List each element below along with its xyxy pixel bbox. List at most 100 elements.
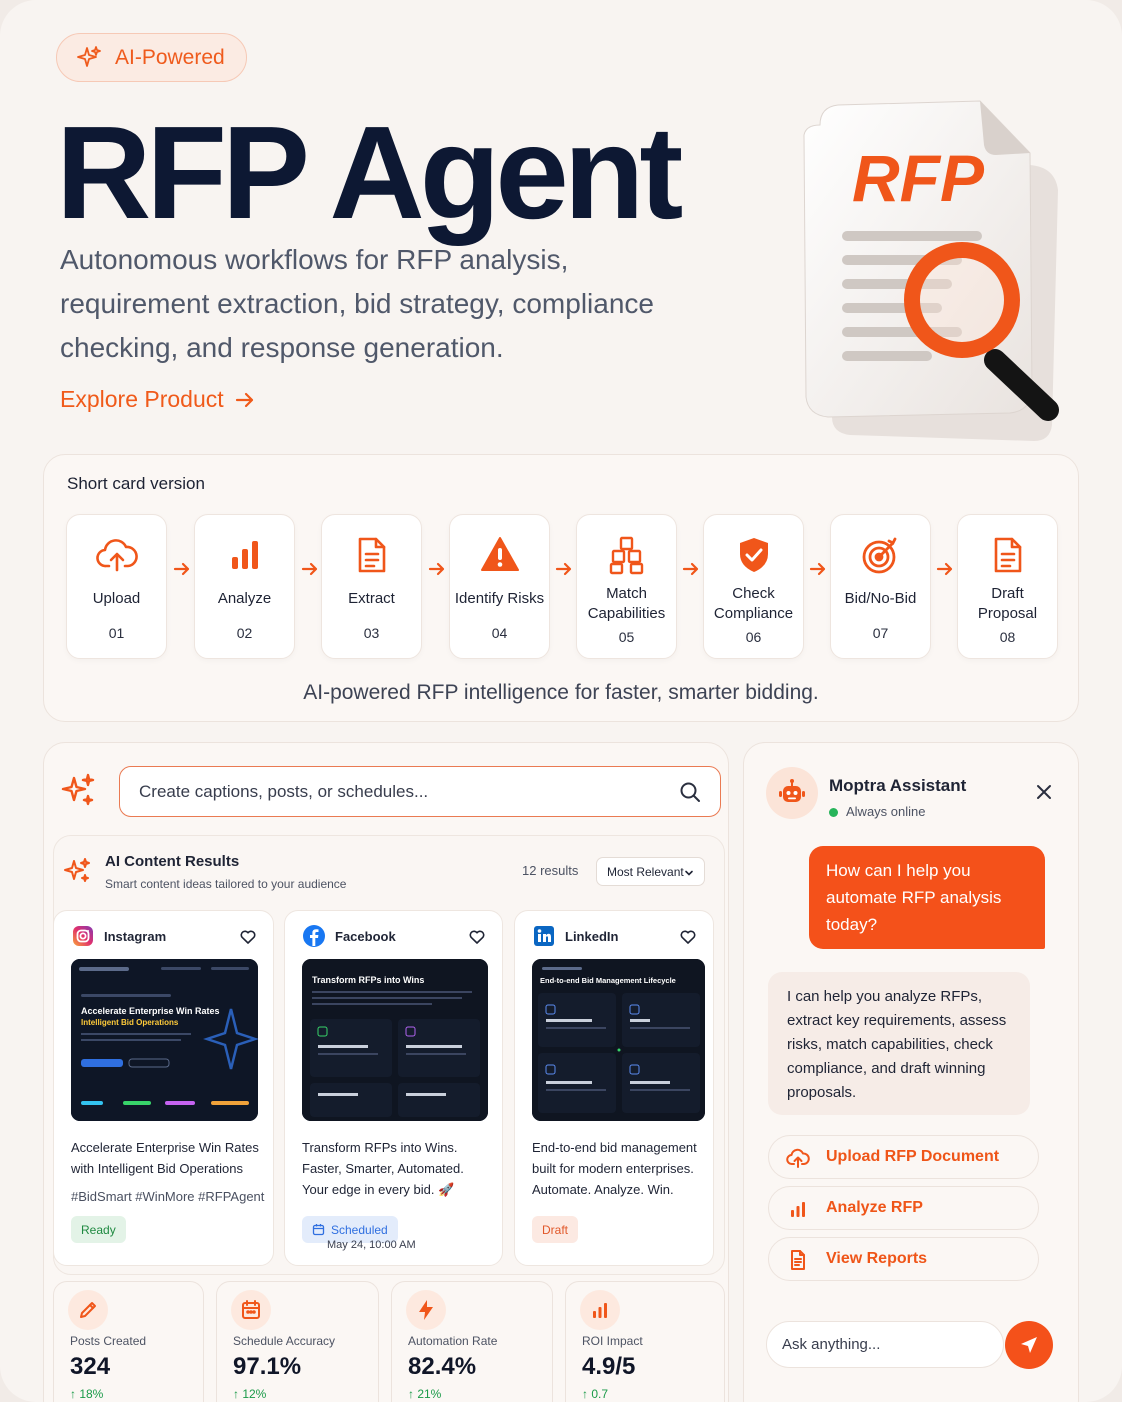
document-icon (791, 1250, 805, 1270)
post-thumbnail: Accelerate Enterprise Win Rates Intellig… (71, 959, 258, 1121)
close-icon[interactable] (1034, 782, 1054, 802)
arrow-right-icon (235, 392, 253, 407)
step-upload[interactable]: Upload 01 (66, 514, 167, 659)
search-icon[interactable] (678, 780, 702, 804)
stat-value: 97.1% (233, 1353, 302, 1380)
platform-name: Instagram (104, 929, 167, 944)
upload-rfp-button[interactable]: Upload RFP Document (768, 1135, 1039, 1179)
heart-icon[interactable] (679, 928, 697, 946)
view-reports-button[interactable]: View Reports (768, 1237, 1039, 1281)
status-badge: Scheduled (302, 1216, 398, 1243)
arrow-right-icon (936, 562, 953, 576)
scheduled-time: May 24, 10:00 AM (327, 1239, 416, 1251)
step-match-capabilities[interactable]: Match Capabilities 05 (576, 514, 677, 659)
send-icon (1021, 1337, 1037, 1353)
step-analyze[interactable]: Analyze 02 (194, 514, 295, 659)
document-icon (358, 537, 385, 573)
stat-value: 4.9/5 (582, 1353, 636, 1380)
post-caption: Accelerate Enterprise Win Rates with Int… (71, 1140, 259, 1176)
step-number: 08 (999, 629, 1016, 645)
stat-card-posts-created: Posts Created 324 ↑ 18% (53, 1281, 204, 1402)
arrow-right-icon (555, 562, 572, 576)
stat-value: 324 (70, 1353, 111, 1380)
step-number: 03 (363, 625, 380, 641)
results-count: 12 results (522, 863, 579, 878)
step-number: 05 (618, 629, 635, 645)
results-subtitle: Smart content ideas tailored to your aud… (105, 877, 347, 891)
boxes-icon (609, 536, 643, 575)
thumb-subheadline: Intelligent Bid Operations (81, 1018, 179, 1027)
thumb-headline: End-to-end Bid Management Lifecycle (540, 976, 676, 985)
stat-card-schedule-accuracy: Schedule Accuracy 97.1% ↑ 12% (216, 1281, 379, 1402)
arrow-right-icon (428, 562, 445, 576)
chat-input-placeholder: Ask anything... (782, 1336, 881, 1353)
status-badge: Ready (71, 1216, 126, 1243)
action-label: Upload RFP Document (826, 1148, 1000, 1165)
arrow-right-icon (682, 562, 699, 576)
heart-icon[interactable] (239, 928, 257, 946)
chevron-down-icon (685, 870, 693, 876)
pencil-icon (80, 1302, 96, 1318)
step-number: 06 (745, 629, 762, 645)
platform-name: LinkedIn (565, 929, 619, 944)
calendar-icon (242, 1300, 260, 1319)
stat-label: Posts Created (70, 1334, 147, 1348)
stat-card-roi-impact: ROI Impact 4.9/5 ↑ 0.7 (565, 1281, 725, 1402)
workflow-card-label: Short card version (67, 474, 205, 493)
step-check-compliance[interactable]: Check Compliance 06 (703, 514, 804, 659)
chat-input[interactable]: Ask anything... (766, 1321, 1004, 1368)
step-name: Check Compliance (713, 585, 794, 622)
step-identify-risks[interactable]: Identify Risks 04 (449, 514, 550, 659)
step-number: 01 (108, 625, 125, 641)
ai-powered-badge: AI-Powered (56, 33, 247, 82)
post-card-linkedin[interactable]: LinkedIn End-to-end Bid Management Lifec… (514, 910, 714, 1266)
bar-chart-icon (791, 1202, 805, 1217)
analyze-rfp-button[interactable]: Analyze RFP (768, 1186, 1039, 1230)
cloud-upload-icon (95, 539, 138, 572)
workflow-tagline: AI-powered RFP intelligence for faster, … (303, 681, 819, 704)
send-button[interactable] (1005, 1321, 1053, 1369)
sparkle-icon (61, 773, 95, 806)
stat-label: Automation Rate (408, 1334, 498, 1348)
lightning-icon (419, 1300, 433, 1320)
search-placeholder: Create captions, posts, or schedules... (139, 781, 429, 801)
step-number: 02 (236, 625, 253, 641)
rfp-illustration-label: RFP (852, 141, 985, 215)
heart-icon[interactable] (468, 928, 486, 946)
post-hashtags: #BidSmart #WinMore #RFPAgent (71, 1189, 265, 1204)
badge-label: AI-Powered (115, 45, 225, 69)
sparkle-icon (64, 858, 90, 882)
step-number: 07 (872, 625, 889, 641)
status-label: Scheduled (331, 1222, 388, 1237)
target-icon (862, 537, 896, 574)
post-card-facebook[interactable]: Facebook Transform RFPs into Wins (284, 910, 503, 1266)
arrow-right-icon (301, 562, 318, 576)
shield-check-icon (739, 538, 768, 572)
search-input[interactable]: Create captions, posts, or schedules... (119, 766, 721, 817)
status-badge: Draft (532, 1216, 579, 1243)
assistant-status: Always online (846, 804, 926, 819)
step-name: Match Capabilities (587, 585, 666, 622)
post-card-instagram[interactable]: Instagram Accelerate Enterprise Win Rate… (53, 910, 274, 1266)
sort-dropdown[interactable]: Most Relevant (596, 857, 705, 886)
step-extract[interactable]: Extract 03 (321, 514, 422, 659)
stat-value: 82.4% (408, 1353, 477, 1380)
post-caption: Transform RFPs into Wins. Faster, Smarte… (302, 1140, 464, 1197)
step-name: Analyze (217, 590, 272, 607)
explore-product-link[interactable]: Explore Product (60, 386, 256, 413)
user-message: How can I help you automate RFP analysis… (809, 846, 1045, 949)
linkedin-icon (534, 926, 554, 946)
sort-value: Most Relevant (607, 864, 684, 879)
rfp-document-illustration: RFP (803, 100, 1059, 441)
stat-label: Schedule Accuracy (233, 1334, 336, 1348)
cloud-upload-icon (786, 1148, 810, 1168)
step-draft-proposal[interactable]: Draft Proposal 08 (957, 514, 1058, 659)
stat-trend: ↑ 18% (70, 1387, 104, 1401)
step-name: Upload (92, 590, 141, 607)
page-title: RFP Agent (56, 99, 683, 246)
bar-chart-icon (593, 1303, 607, 1318)
step-bid-no-bid[interactable]: Bid/No-Bid 07 (830, 514, 931, 659)
warning-icon (480, 537, 519, 571)
assistant-message: I can help you analyze RFPs, extract key… (768, 972, 1030, 1115)
arrow-right-icon (173, 562, 190, 576)
